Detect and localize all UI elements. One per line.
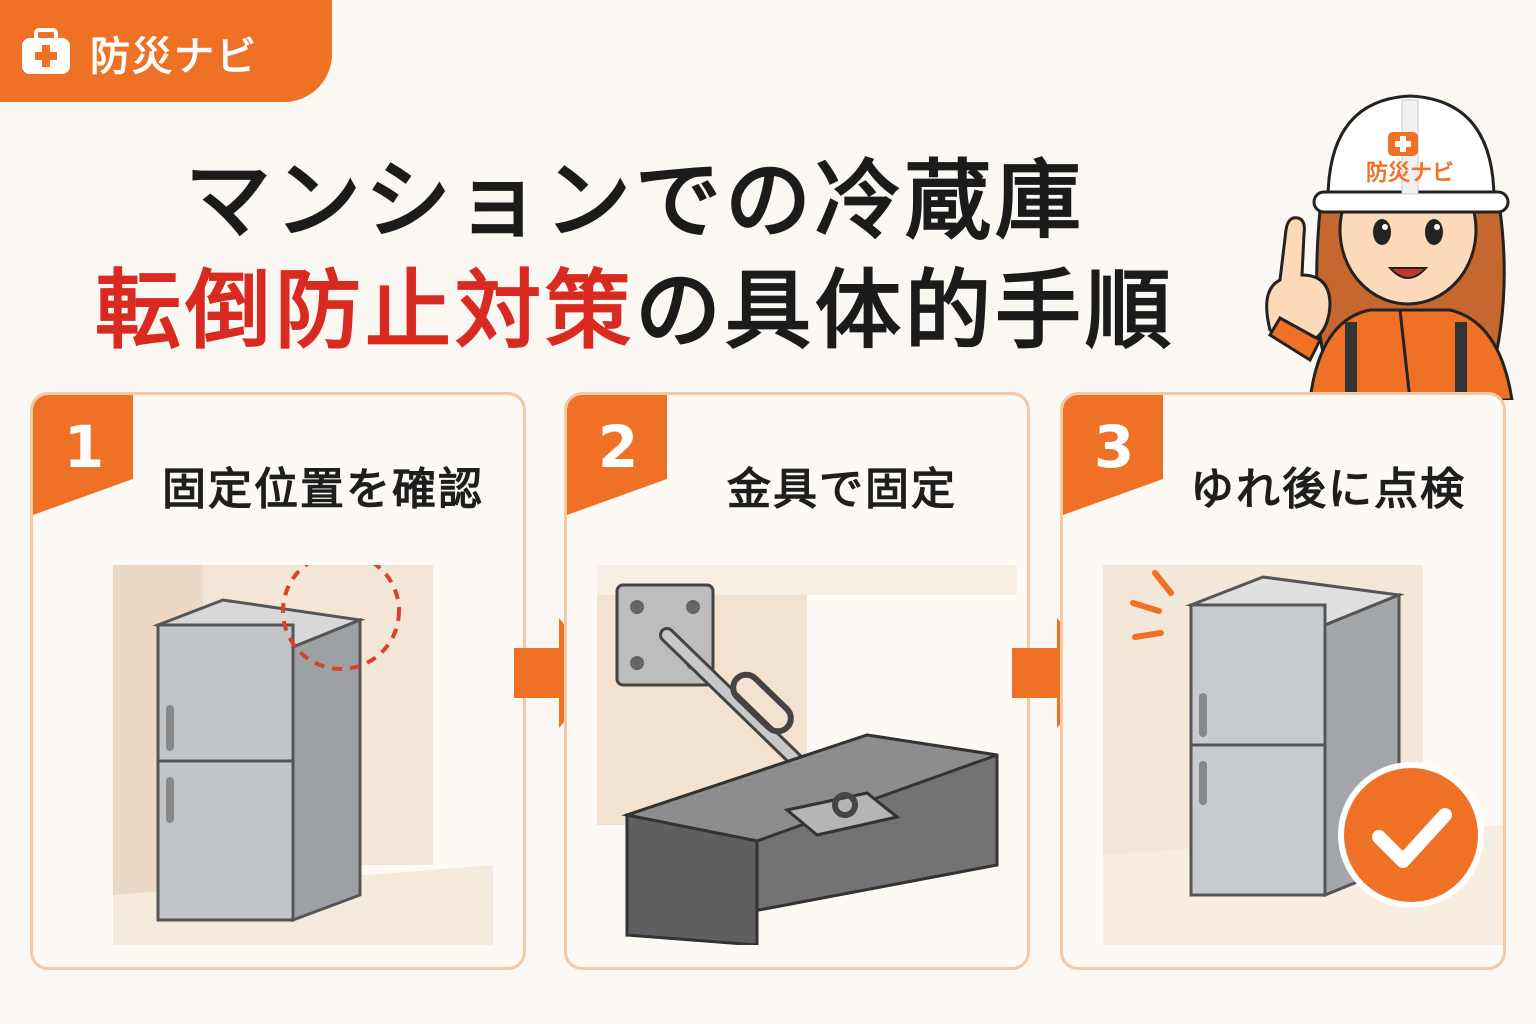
first-aid-kit-icon [22,28,70,74]
step-card-1: 1 固定位置を確認 [30,392,526,970]
fridge-position-illustration [113,565,493,945]
step-card-3: 3 ゆれ後に点検 [1060,392,1506,970]
step-number: 1 [63,413,105,481]
title-rest: の具体的手順 [635,261,1175,361]
brand-name: 防災ナビ [90,34,258,80]
step-title: 固定位置を確認 [162,464,484,515]
checkmark-icon [1372,808,1452,868]
fridge-check-illustration [1103,565,1503,945]
title-highlight: 転倒防止対策 [95,261,635,361]
step-title: ゆれ後に点検 [1190,464,1466,515]
step-card-2: 2 金具で固定 [564,392,1030,970]
page-title-line-1: マンションでの冷蔵庫 [185,151,1085,251]
step-title: 金具で固定 [727,464,957,515]
brand-tag: 防災ナビ [0,0,332,102]
bracket-fixing-illustration [597,565,1017,945]
helmet-brand-text: 防災ナビ [1366,161,1454,186]
step-number: 3 [1093,413,1135,481]
mascot-illustration: 防災ナビ [1265,94,1514,400]
step-number: 2 [597,413,639,481]
page-title-line-2: 転倒防止対策の具体的手順 [0,240,1270,365]
